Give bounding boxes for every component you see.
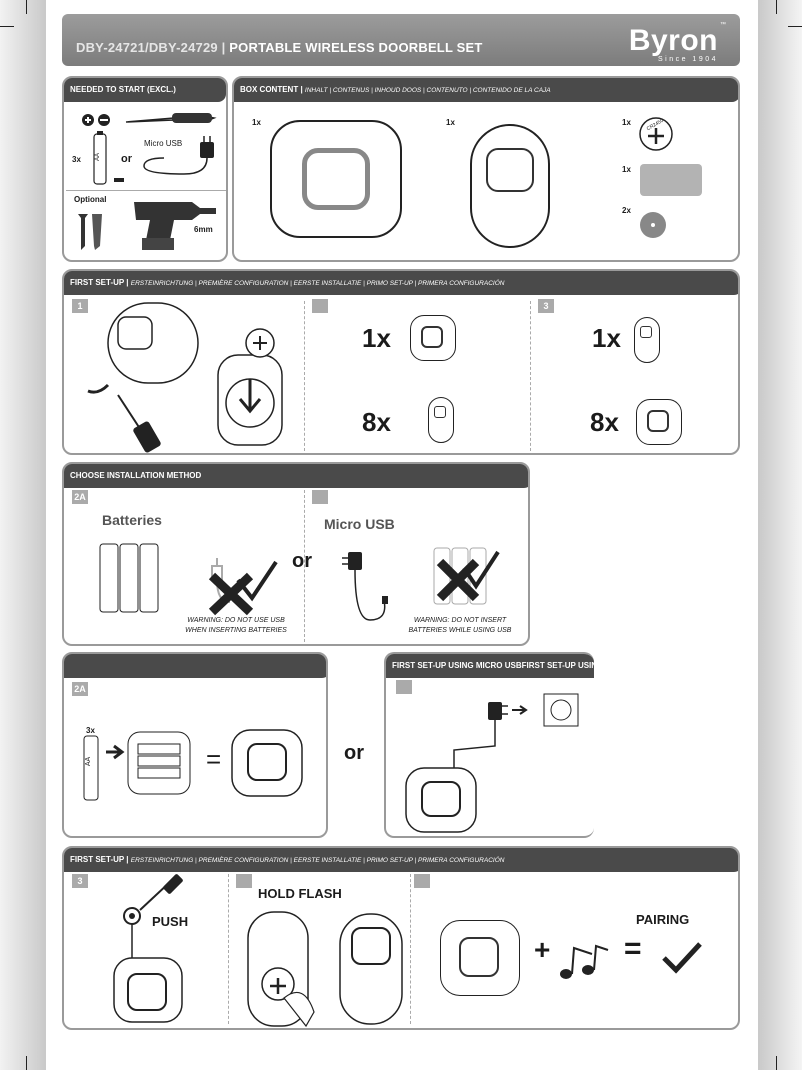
install-method-title: CHOOSE INSTALLATION METHOD [64,464,528,488]
install-method-panel: CHOOSE INSTALLATION METHOD 2A Batteries … [62,462,530,646]
crop-mark [0,26,14,27]
hold-flash-label: HOLD FLASH [258,886,342,901]
button-qty: 1x [446,118,455,127]
col3-top-qty: 1x [592,323,621,353]
battery-equals: = [206,744,222,774]
divider [66,190,226,191]
page-margin-left [0,0,46,1070]
box-content-panel: BOX CONTENT | INHALT | CONTENUS | INHOUD… [232,76,740,262]
divider [304,301,305,451]
battery-qty: 3x [86,726,95,735]
crop-mark [776,1056,777,1070]
tools-illustration [78,113,217,250]
model-number: DBY-24721/DBY-24729 | [76,40,226,55]
optional-label: Optional [74,195,107,204]
product-name: PORTABLE WIRELESS DOORBELL SET [229,40,483,55]
chime-light [302,148,370,210]
battery-setup-panel: 2A 3x AA = [62,652,328,838]
sticker-qty: 1x [622,165,631,174]
battery-insert-illustration [83,729,303,801]
batteries-heading: Batteries [102,512,162,528]
open-button-illustration [87,302,283,453]
first-setup-panel-2: FIRST SET-UP | ERSTEINRICHTUNG | PREMIÈR… [62,846,740,1030]
setup-or: or [344,742,364,764]
battery-label: AA [95,152,102,162]
usb-setup-panel: FIRST SET-UP USING MICRO USBFIRST SET-UP… [384,652,594,838]
drill-size-label: 6mm [194,225,213,234]
first-setup-title: FIRST SET-UP | ERSTEINRICHTUNG | PREMIÈR… [64,271,738,295]
brand-logo: Byron [628,24,718,57]
music-note-icon [560,944,609,979]
first-setup-title-2: FIRST SET-UP | ERSTEINRICHTUNG | PREMIÈR… [64,848,738,872]
adhesive-pad [640,212,666,238]
step-5-badge [414,874,430,888]
pairing-equals: = [624,932,642,965]
usb-power-illustration [405,693,579,833]
button-small [634,317,660,363]
step-3-badge: 3 [538,299,554,313]
divider [228,874,229,1024]
battery-label: AA [85,756,93,767]
needed-panel: NEEDED TO START (EXCL.) 3x AA or Micro U… [62,76,228,262]
adhesive-sticker [640,164,702,196]
step-2a-badge: 2A [72,682,88,696]
col2-top-qty: 1x [362,323,391,353]
usb-illustration [342,547,500,621]
chime-small [410,315,456,361]
button-small [428,397,454,443]
batteries-illustration [99,543,278,616]
micro-usb-heading: Micro USB [324,516,395,532]
battery-setup-title [64,654,326,678]
pads-qty: 2x [622,206,631,215]
doorbell-button-unit [470,124,550,248]
push-illustration [113,874,183,1023]
divider [304,490,305,642]
battery-qty: 3x [72,155,81,164]
chime-small [636,399,682,445]
step-2b-badge [312,490,328,504]
crop-mark [26,1056,27,1070]
micro-usb-label: Micro USB [144,139,183,148]
page-margin-right [758,0,802,1070]
brand-trademark: ™ [720,22,726,28]
divider [530,301,531,451]
step-2-badge [312,299,328,313]
step-2a-badge: 2A [72,490,88,504]
pairing-label: PAIRING [636,912,690,927]
divider [410,874,411,1024]
step-2b-badge [396,680,412,694]
install-or: or [292,550,312,572]
coin-battery-icon [639,117,673,151]
crop-mark [26,0,27,14]
checkmark-icon [662,942,702,974]
step-3-badge: 3 [72,874,88,888]
col2-bottom-qty: 8x [362,407,391,437]
brand-tagline: Since 1904 [657,56,718,63]
needed-or: or [121,153,132,165]
coin-battery-qty: 1x [622,118,631,127]
chime-pairing [440,920,520,996]
document-title: DBY-24721/DBY-24729 | PORTABLE WIRELESS … [76,40,483,55]
step-1-badge: 1 [72,299,88,313]
hold-flash-illustration [247,911,403,1028]
doorbell-push [486,148,534,192]
push-label: PUSH [152,914,189,929]
pairing-plus: + [534,934,551,965]
chime-qty: 1x [252,118,261,127]
first-setup-panel: FIRST SET-UP | ERSTEINRICHTUNG | PREMIÈR… [62,269,740,455]
step-4-badge [236,874,252,888]
crop-mark [776,0,777,14]
box-content-title: BOX CONTENT | INHALT | CONTENUS | INHOUD… [234,78,738,102]
usb-setup-title: FIRST SET-UP USING MICRO USBFIRST SET-UP… [386,654,594,678]
col3-bottom-qty: 8x [590,407,619,437]
crop-mark [788,26,802,27]
needed-title: NEEDED TO START (EXCL.) [64,78,226,102]
header-bar: DBY-24721/DBY-24729 | PORTABLE WIRELESS … [62,14,740,66]
chime-unit [270,120,402,238]
